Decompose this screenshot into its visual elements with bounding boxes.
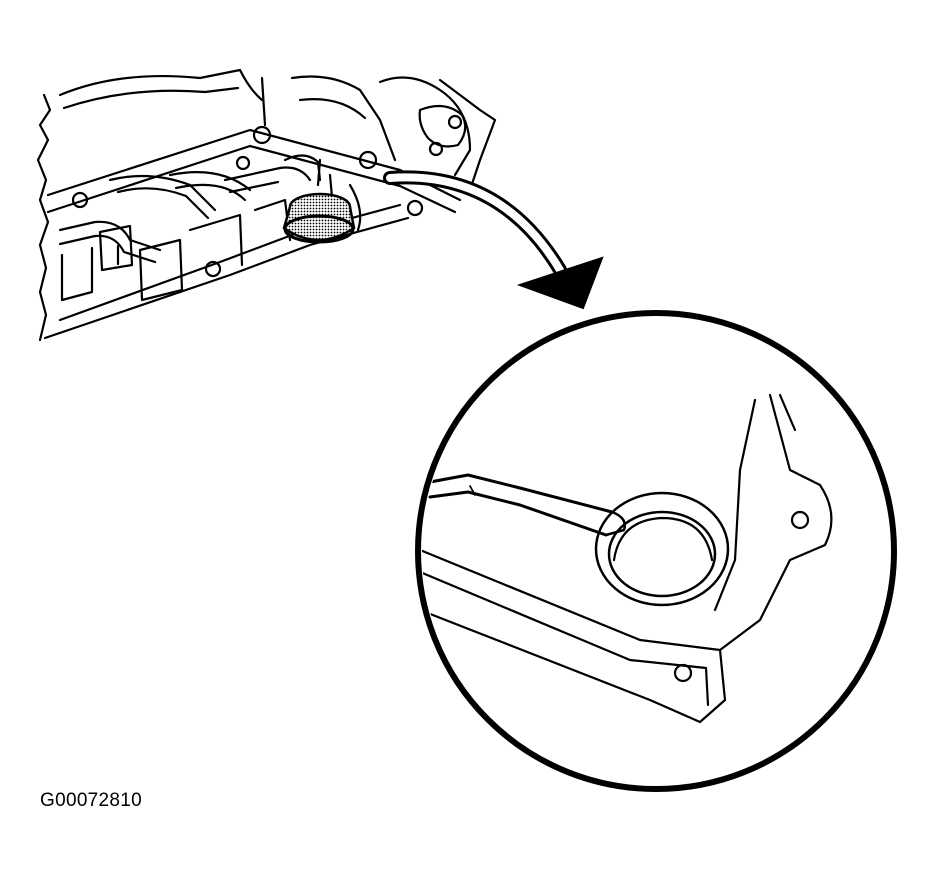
direction-arrow — [383, 170, 604, 310]
oil-strainer — [282, 192, 356, 244]
valve-body-assembly — [36, 68, 497, 342]
figure-id-label: G00072810 — [40, 790, 143, 811]
detail-magnifier — [415, 310, 897, 792]
